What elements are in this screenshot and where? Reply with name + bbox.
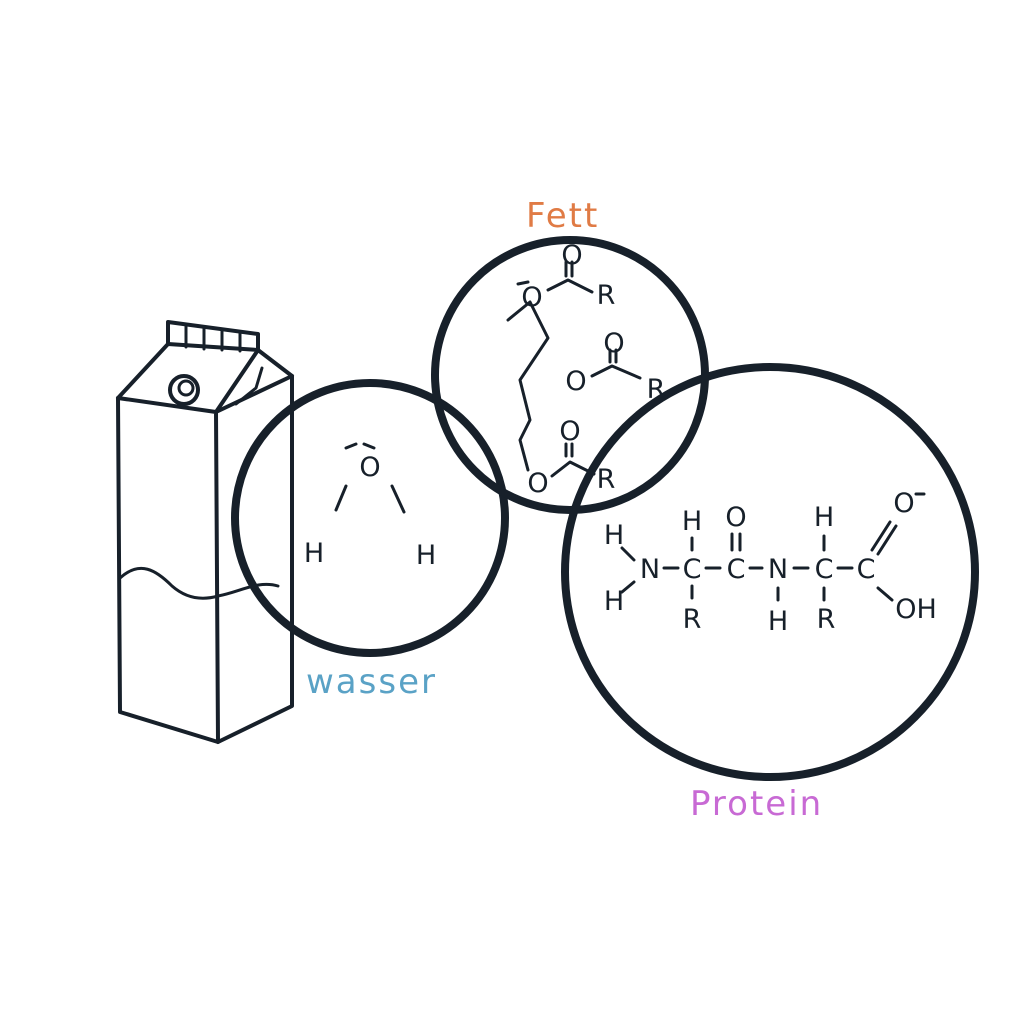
milk-carton-illustration <box>116 320 294 744</box>
ester3-carbonyl-oxygen: O <box>559 416 580 447</box>
carton-cap-inner <box>177 379 195 397</box>
carton-cap-icon <box>168 374 200 406</box>
ester1-oxygen: O <box>521 282 542 313</box>
fat-molecule: O O R O O R O O R <box>506 240 666 499</box>
milk-level-side <box>216 582 280 598</box>
amide-hydrogen: H <box>768 606 788 637</box>
carboxyl-oh-bond <box>876 586 894 602</box>
ester2-r-group: R <box>647 374 666 405</box>
carton-seal-fin <box>166 320 260 352</box>
ester2-carbonyl-oxygen: O <box>603 328 624 359</box>
amine-hydrogen-top: H <box>604 520 624 551</box>
ester3-r-group: R <box>597 464 616 495</box>
water-oxygen: O <box>359 452 380 483</box>
water-circle <box>231 379 509 657</box>
amine-nitrogen: N <box>640 554 660 585</box>
c1-carbon: C <box>683 554 702 585</box>
fat-label: Fett <box>526 196 600 236</box>
ester3-oxygen: O <box>527 468 548 499</box>
ester1-carbonyl-oxygen: O <box>561 240 582 271</box>
ester1-double-bond <box>564 260 574 278</box>
glycerol-backbone <box>506 300 550 472</box>
c1-r-group: R <box>683 604 702 635</box>
protein-label: Protein <box>690 784 824 824</box>
c3-hydrogen: H <box>814 502 834 533</box>
carton-gable-side <box>256 348 294 378</box>
protein-molecule: H H N H C R O C N H H C R C O OH <box>604 488 937 637</box>
ester3-bonds <box>550 460 596 478</box>
carboxyl-hydroxyl: OH <box>895 594 937 625</box>
ester1-r-group: R <box>597 280 616 311</box>
carboxyl-oxygen: O <box>893 488 914 519</box>
amide-nitrogen: N <box>768 554 788 585</box>
carboxyl-carbon: C <box>857 554 876 585</box>
carbonyl-double-bond <box>730 532 742 552</box>
protein-circle <box>561 363 979 781</box>
milk-level-front <box>118 567 220 600</box>
carton-side-face <box>214 374 294 744</box>
amine-hydrogen-bottom: H <box>604 586 624 617</box>
carton-seal-ridges <box>184 323 242 353</box>
carton-fold <box>234 366 264 406</box>
water-bond-right <box>390 484 406 514</box>
carbonyl-oxygen: O <box>725 502 746 533</box>
water-lone-pairs <box>344 442 376 450</box>
ester2-double-bond <box>608 348 618 364</box>
ester3-double-bond <box>564 442 574 458</box>
ester2-oxygen: O <box>565 366 586 397</box>
water-hydrogen-right: H <box>416 540 436 571</box>
ester1-bonds <box>546 278 594 294</box>
c3-carbon: C <box>815 554 834 585</box>
ester1-lone-pair <box>516 280 530 286</box>
c3-r-group: R <box>817 604 836 635</box>
carbonyl-carbon: C <box>727 554 746 585</box>
ester2-bonds <box>590 364 642 380</box>
c1-hydrogen: H <box>682 506 702 537</box>
water-molecule: O H H <box>304 442 436 571</box>
water-hydrogen-left: H <box>304 538 324 569</box>
water-label: wasser <box>306 662 437 702</box>
carboxyl-double-bond <box>870 520 898 556</box>
amine-bonds <box>620 546 636 594</box>
water-bond-left <box>334 484 348 512</box>
carton-gable-front <box>116 342 260 414</box>
